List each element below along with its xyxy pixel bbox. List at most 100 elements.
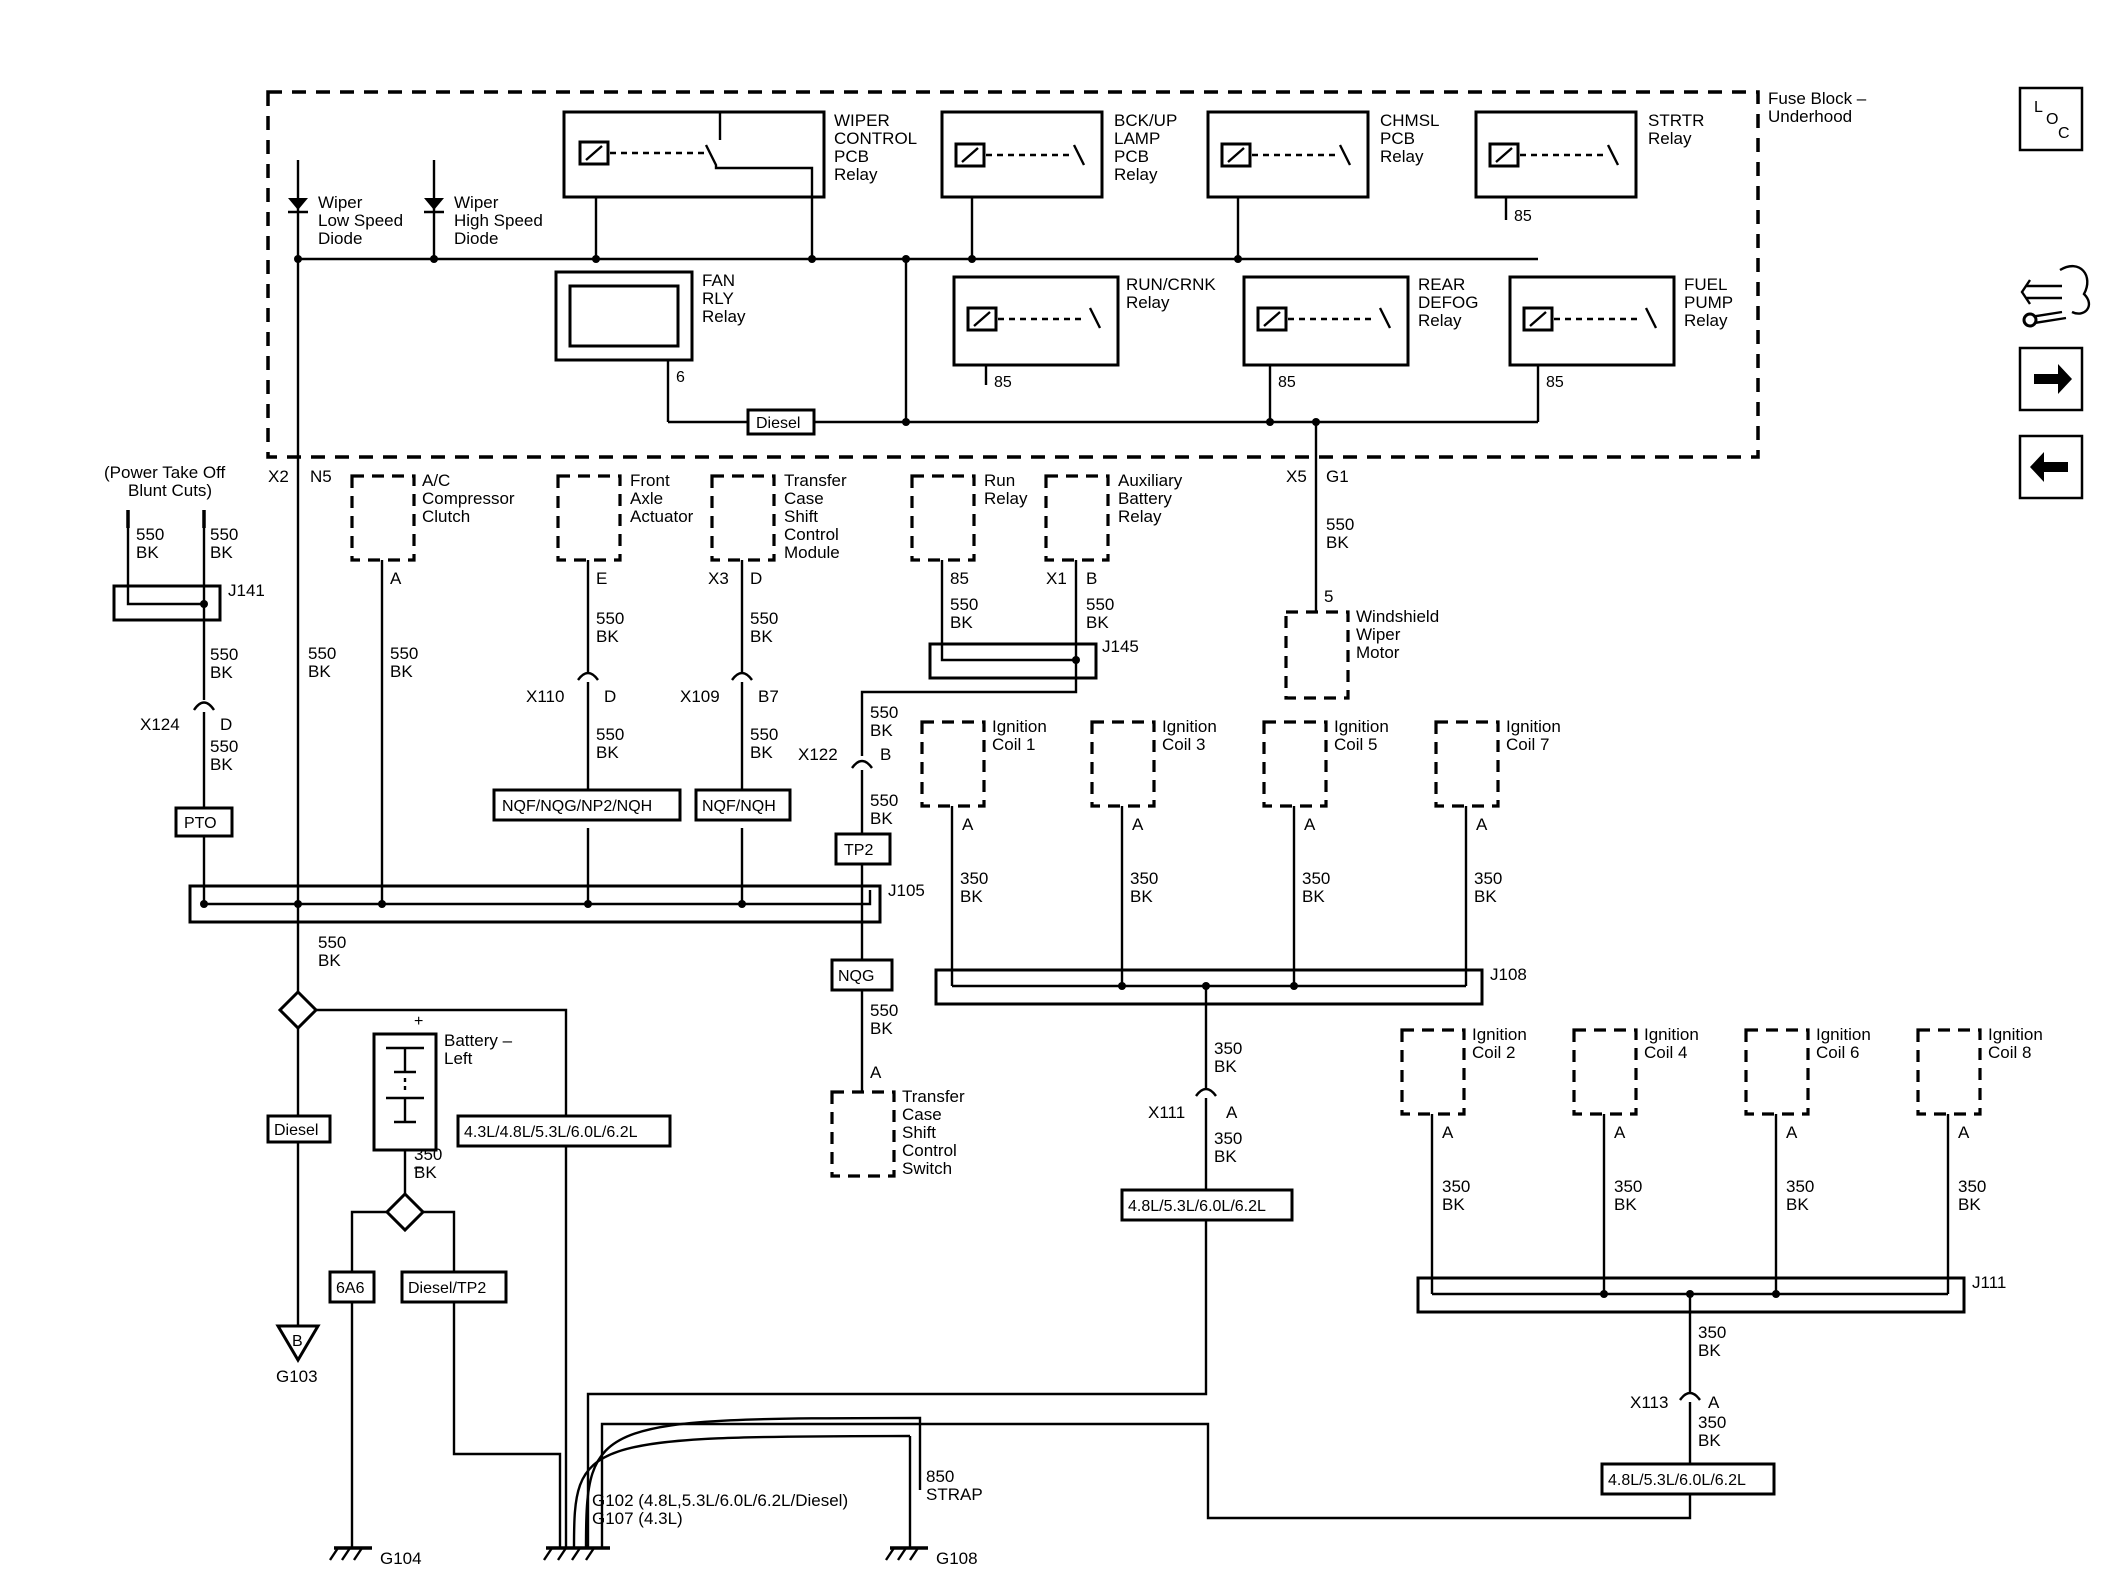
previous-page-button[interactable] — [2018, 434, 2084, 500]
svg-text:Shift: Shift — [784, 507, 818, 526]
svg-text:+: + — [414, 1013, 423, 1030]
svg-text:550: 550 — [1326, 515, 1354, 534]
svg-text:X5: X5 — [1286, 467, 1307, 486]
svg-text:Transfer: Transfer — [902, 1087, 965, 1106]
svg-text:850: 850 — [926, 1467, 954, 1486]
svg-text:Wiper: Wiper — [318, 193, 363, 212]
svg-text:BK: BK — [1958, 1195, 1981, 1214]
ignition-coils-odd: Ignition Coil 1 Ignition Coil 3 Ignition… — [920, 717, 1561, 986]
svg-text:550: 550 — [596, 609, 624, 628]
svg-text:Coil 6: Coil 6 — [1816, 1043, 1859, 1062]
svg-text:X3: X3 — [708, 569, 729, 588]
fuse-block-underhood: Fuse Block – Underhood WIPER CONTROL PCB… — [266, 89, 1867, 459]
svg-text:Diesel: Diesel — [756, 415, 800, 432]
fan-relay: FAN RLY Relay 6 — [554, 270, 746, 422]
svg-text:RUN/CRNK: RUN/CRNK — [1126, 275, 1216, 294]
windshield-wiper-motor: X5 G1 550 BK 5 Windshield Wiper Motor — [1284, 422, 1439, 700]
svg-text:Relay: Relay — [1114, 165, 1158, 184]
svg-text:85: 85 — [950, 569, 969, 588]
svg-text:BK: BK — [1698, 1341, 1721, 1360]
svg-text:550: 550 — [950, 595, 978, 614]
svg-text:TP2: TP2 — [844, 842, 873, 859]
svg-text:A: A — [1614, 1123, 1626, 1142]
svg-text:A: A — [870, 1063, 882, 1082]
svg-text:350: 350 — [1698, 1413, 1726, 1432]
svg-text:Relay: Relay — [1418, 311, 1462, 330]
svg-text:Motor: Motor — [1356, 643, 1400, 662]
svg-text:Low Speed: Low Speed — [318, 211, 403, 230]
svg-text:Ignition: Ignition — [1162, 717, 1217, 736]
svg-text:X111: X111 — [1148, 1103, 1185, 1122]
svg-text:L: L — [2034, 99, 2043, 116]
svg-text:550: 550 — [870, 1001, 898, 1020]
svg-text:BCK/UP: BCK/UP — [1114, 111, 1177, 130]
svg-text:6A6: 6A6 — [336, 1280, 365, 1297]
svg-text:Coil 4: Coil 4 — [1644, 1043, 1687, 1062]
svg-text:Actuator: Actuator — [630, 507, 694, 526]
engine-all-tag: 4.3L/4.8L/5.3L/6.0L/6.2L — [456, 1114, 672, 1148]
ignition-coil-8 — [1916, 1028, 1982, 1116]
svg-text:BK: BK — [136, 543, 159, 562]
svg-text:X1: X1 — [1046, 569, 1067, 588]
ignition-coil-3 — [1090, 720, 1156, 808]
ac-compressor-clutch: A/C Compressor Clutch A 550 BK — [350, 471, 515, 908]
svg-text:Coil 3: Coil 3 — [1162, 735, 1205, 754]
svg-text:Clutch: Clutch — [422, 507, 470, 526]
wiper-low-speed-diode: Wiper Low Speed Diode — [288, 160, 403, 263]
svg-text:BK: BK — [1474, 887, 1497, 906]
svg-text:Relay: Relay — [1118, 507, 1162, 526]
connector-wrench-icon[interactable] — [2020, 264, 2091, 328]
ignition-coil-5 — [1262, 720, 1328, 808]
ignition-coil-4 — [1572, 1028, 1638, 1116]
svg-text:550: 550 — [596, 725, 624, 744]
svg-text:BK: BK — [1614, 1195, 1637, 1214]
svg-text:350: 350 — [414, 1145, 442, 1164]
svg-text:Module: Module — [784, 543, 840, 562]
svg-text:D: D — [750, 569, 762, 588]
next-page-button[interactable] — [2018, 346, 2084, 412]
svg-text:A: A — [1442, 1123, 1454, 1142]
svg-text:A: A — [1786, 1123, 1798, 1142]
svg-text:Coil 1: Coil 1 — [992, 735, 1035, 754]
g108-ground: 850 STRAP G108 — [885, 1436, 983, 1568]
svg-text:BK: BK — [1214, 1147, 1237, 1166]
svg-text:BK: BK — [1086, 613, 1109, 632]
svg-text:4.3L/4.8L/5.3L/6.0L/6.2L: 4.3L/4.8L/5.3L/6.0L/6.2L — [464, 1124, 638, 1141]
svg-text:B: B — [1086, 569, 1097, 588]
svg-text:B: B — [292, 1333, 303, 1350]
svg-text:Relay: Relay — [1126, 293, 1170, 312]
svg-text:Relay: Relay — [834, 165, 878, 184]
wiper-control-relay: WIPER CONTROL PCB Relay — [562, 110, 917, 263]
svg-text:FAN: FAN — [702, 271, 735, 290]
svg-text:BK: BK — [870, 809, 893, 828]
ignition-coil-1 — [920, 720, 986, 808]
j145-splice: J145 — [860, 636, 1139, 756]
svg-text:BK: BK — [414, 1163, 437, 1182]
svg-text:BK: BK — [210, 663, 233, 682]
svg-text:X122: X122 — [798, 745, 838, 764]
svg-text:Compressor: Compressor — [422, 489, 515, 508]
svg-text:350: 350 — [1214, 1039, 1242, 1058]
fuse-block-label: Fuse Block – — [1768, 89, 1867, 108]
svg-text:550: 550 — [1086, 595, 1114, 614]
svg-text:DEFOG: DEFOG — [1418, 293, 1478, 312]
svg-text:PCB: PCB — [1380, 129, 1415, 148]
run-crank-relay: RUN/CRNK Relay 85 — [952, 275, 1216, 391]
svg-text:Ignition: Ignition — [1472, 1025, 1527, 1044]
pto-circuit: (Power Take Off Blunt Cuts) 550 BK 550 B… — [104, 463, 265, 890]
svg-text:BK: BK — [1698, 1431, 1721, 1450]
svg-text:350: 350 — [1302, 869, 1330, 888]
svg-text:NQG: NQG — [838, 968, 874, 985]
svg-text:A: A — [1304, 815, 1316, 834]
location-button[interactable]: L O C — [2018, 86, 2084, 152]
svg-text:G103: G103 — [276, 1367, 318, 1386]
svg-text:85: 85 — [994, 374, 1012, 391]
svg-text:BK: BK — [390, 662, 413, 681]
svg-text:Ignition: Ignition — [1644, 1025, 1699, 1044]
svg-text:550: 550 — [210, 737, 238, 756]
svg-text:X113: X113 — [1630, 1393, 1668, 1412]
svg-text:PCB: PCB — [834, 147, 869, 166]
svg-text:Ignition: Ignition — [1506, 717, 1561, 736]
svg-text:BK: BK — [210, 543, 233, 562]
svg-text:Battery –: Battery – — [444, 1031, 513, 1050]
